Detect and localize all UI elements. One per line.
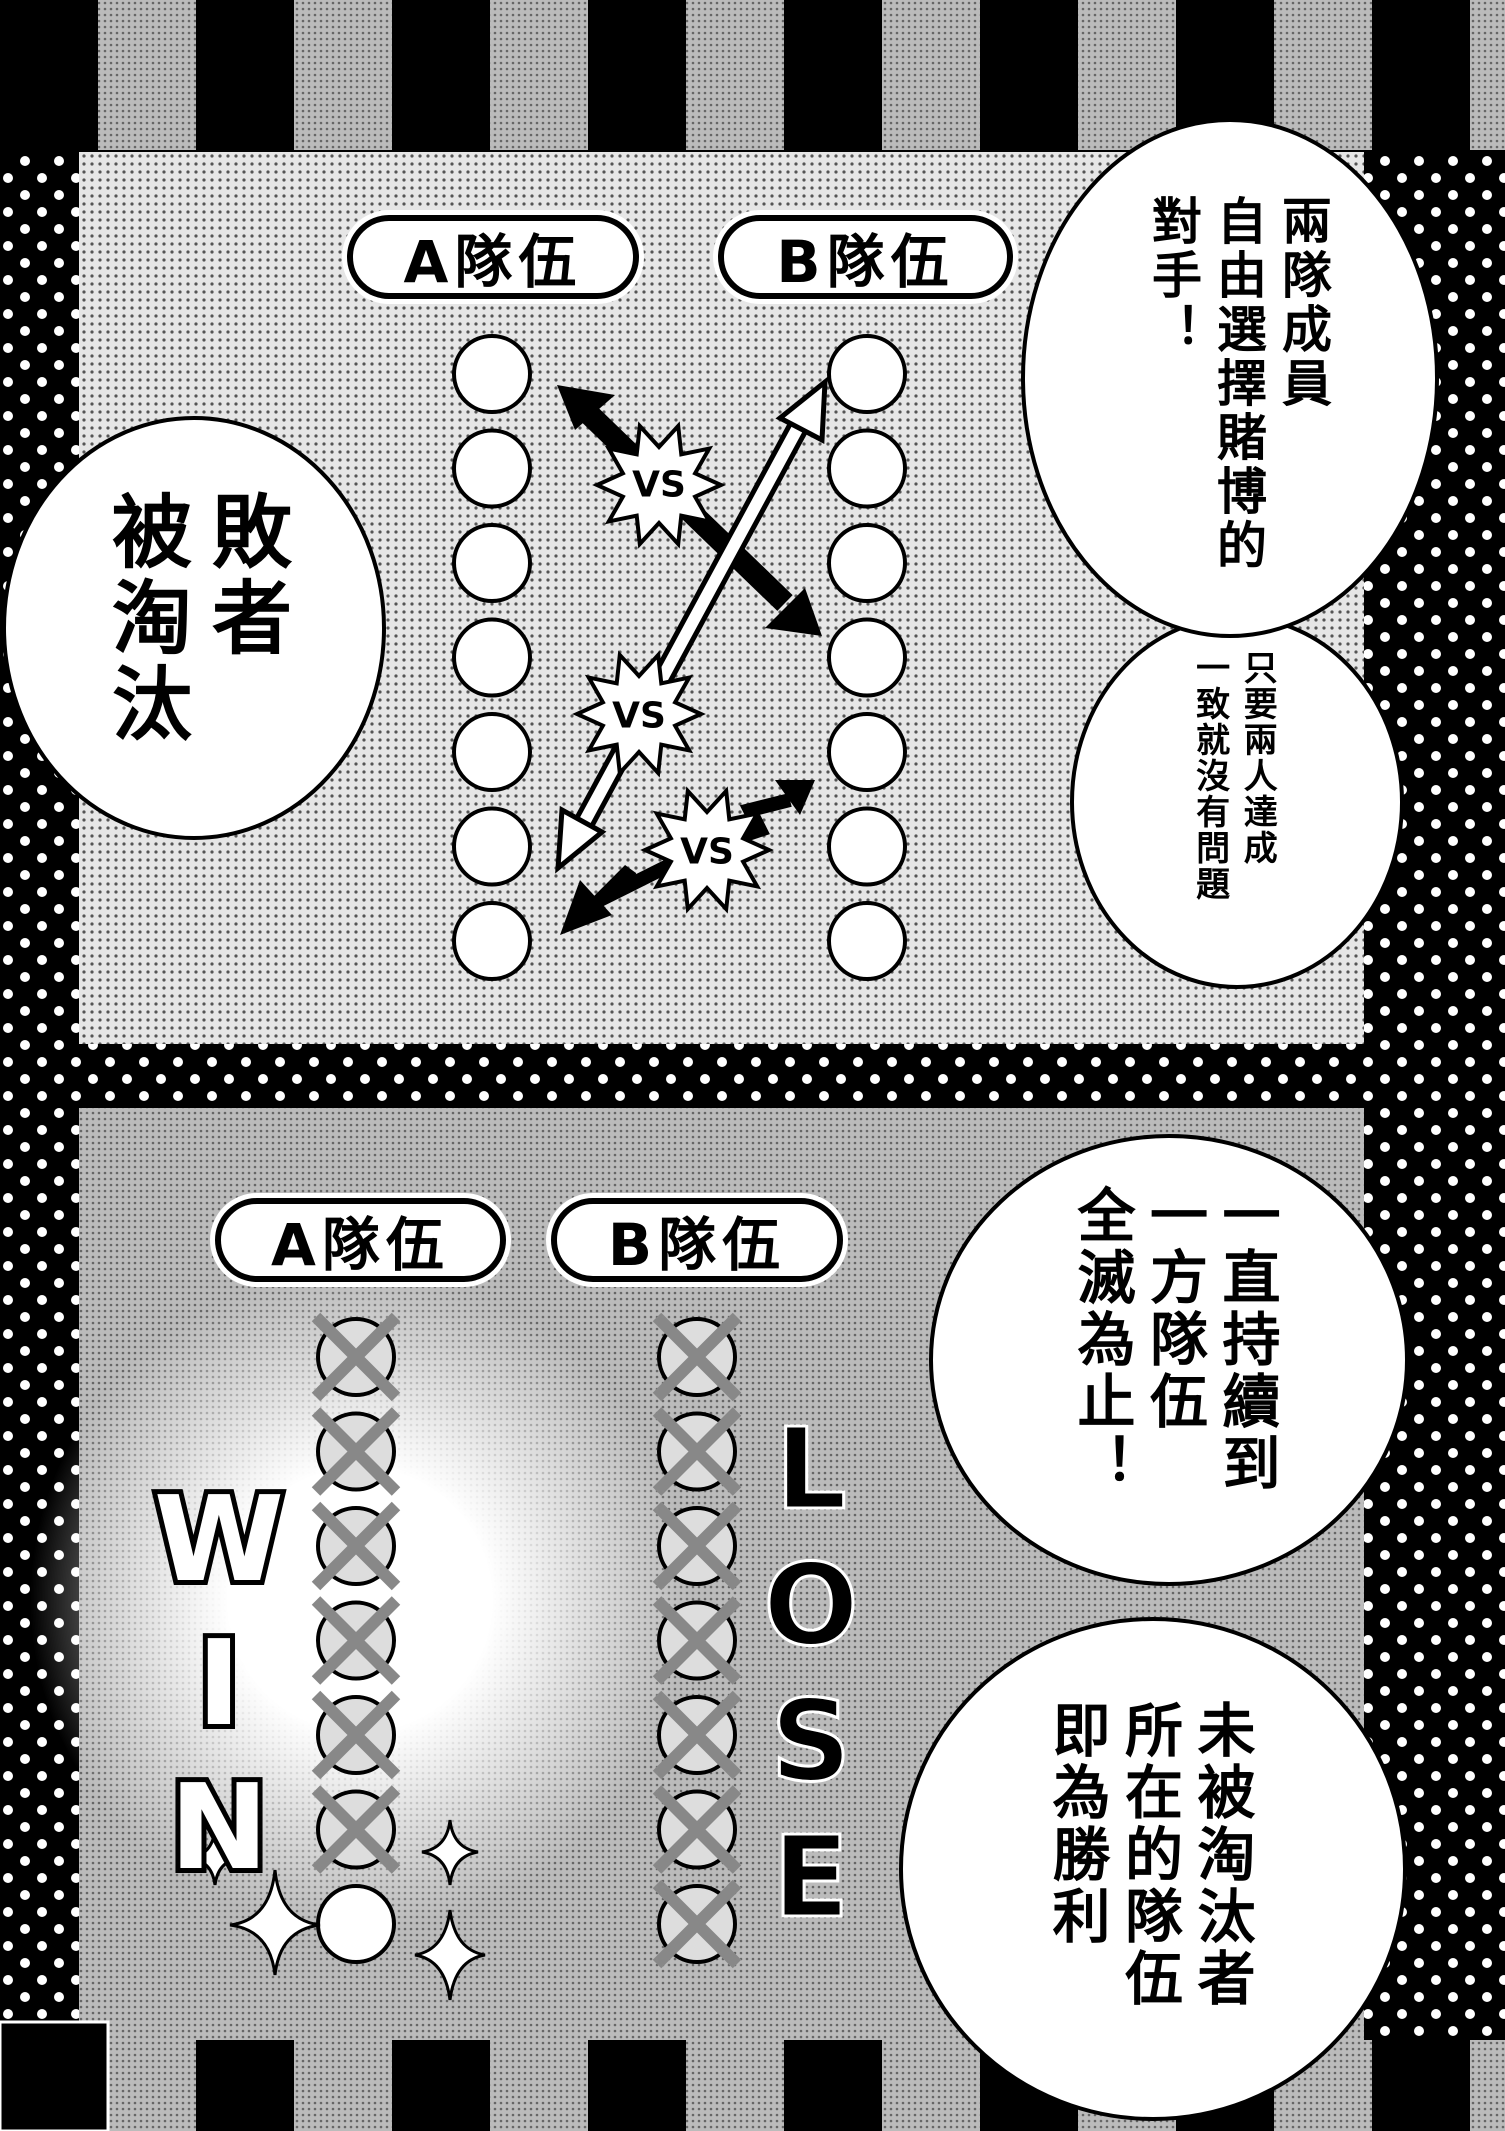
member-eliminated: [652, 1785, 742, 1874]
bubble-p2-top-text: 一直持續到 一方隊伍 全滅為止！: [1067, 1185, 1281, 1495]
member-eliminated: [652, 1407, 742, 1496]
speech-bubble-left: [2, 416, 386, 840]
member-eliminated: [311, 1690, 401, 1780]
team-a-label-p2: A隊伍: [215, 1198, 506, 1282]
member-slot: [452, 334, 532, 414]
vs-label: VS: [680, 831, 734, 873]
member-slot: [452, 712, 532, 792]
logo: [0, 2020, 110, 2131]
member-eliminated: [652, 1312, 742, 1402]
member-slot: [316, 1884, 396, 1964]
member-slot: [827, 617, 907, 698]
team-a-label: A隊伍: [347, 215, 639, 299]
member-eliminated: [311, 1596, 401, 1685]
team-b-label: B隊伍: [718, 215, 1013, 299]
member-slot: [827, 712, 907, 792]
lose-text: LOSE: [745, 1404, 878, 1951]
member-slot: [827, 334, 907, 414]
checker-border-top: [0, 0, 1505, 150]
member-eliminated: [652, 1596, 742, 1685]
bubble-left-text: 敗者 被淘汰: [99, 490, 292, 748]
sparkle-icons: [189, 1819, 486, 2001]
vs-label: VS: [612, 695, 666, 737]
member-eliminated: [311, 1312, 401, 1402]
member-slot: [452, 901, 532, 981]
member-slot: [452, 617, 532, 698]
speech-bubble-p2-bottom: [899, 1617, 1407, 2121]
member-eliminated: [311, 1407, 401, 1496]
win-burst: [30, 1270, 690, 1930]
vs-label: VS: [632, 464, 686, 506]
speech-bubble-p2-top: [929, 1134, 1409, 1586]
member-slot: [827, 901, 907, 981]
member-slot: [452, 523, 532, 603]
win-text: WIN: [145, 1465, 293, 1907]
bubble-upper-text: 兩隊成員 自由選擇賭博的 對手！: [1144, 195, 1332, 573]
member-slot: [452, 428, 532, 509]
member-slot: [827, 806, 907, 887]
member-slot: [827, 523, 907, 603]
team-b-label-p2: B隊伍: [551, 1198, 843, 1282]
vs-burst-icon: [640, 786, 774, 914]
member-eliminated: [311, 1785, 401, 1874]
member-eliminated: [311, 1501, 401, 1591]
bubble-lower-text: 只要兩人達成 一致就沒有問題: [1189, 650, 1278, 902]
member-eliminated: [652, 1501, 742, 1591]
member-slot: [827, 428, 907, 509]
vs-burst-icon: [592, 421, 726, 549]
member-eliminated: [652, 1690, 742, 1780]
member-slot: [452, 806, 532, 887]
member-eliminated: [652, 1879, 742, 1969]
bubble-p2-bottom-text: 未被淘汰者 所在的隊伍 即為勝利: [1042, 1700, 1256, 2010]
speech-bubble-upper: [1021, 118, 1439, 638]
vs-burst-icon: [572, 650, 706, 778]
